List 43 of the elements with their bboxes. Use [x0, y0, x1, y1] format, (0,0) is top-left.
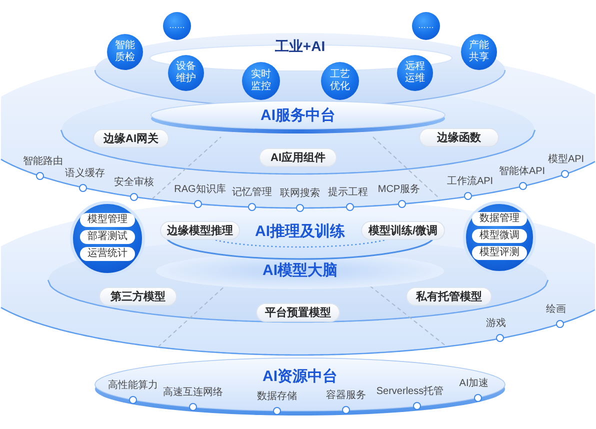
module-tag: 边缘模型推理: [160, 221, 240, 240]
ring-item-label: 容器服务: [326, 390, 366, 402]
ring-item-label: 记忆管理: [232, 187, 272, 200]
ring-item-label: AI加速: [459, 378, 489, 390]
ring-item-label: 语义缓存: [65, 168, 105, 180]
module-tag: 平台预置模型: [256, 303, 340, 322]
ring-item-label: 智能路由: [23, 156, 63, 168]
tool-tag: 部署测试: [80, 230, 135, 244]
ring-item-label: 提示工程: [328, 187, 368, 200]
scenario-bubble: ……: [412, 12, 440, 40]
ring-item-label: 高性能算力: [108, 380, 158, 392]
module-tag: AI应用组件: [259, 148, 337, 167]
module-tag: 边缘函数: [419, 128, 499, 147]
module-tag: 边缘AI网关: [93, 129, 169, 148]
module-tag: 私有托管模型: [406, 287, 492, 306]
layer-title: AI模型大脑: [262, 262, 338, 280]
ring-item-label: 绘画: [546, 304, 566, 316]
ring-item-label: 联网搜索: [280, 188, 320, 200]
scenario-bubble: ……: [163, 12, 191, 40]
scenario-bubble: 智能质检: [107, 34, 143, 70]
ring-item-label: 智能体API: [498, 166, 546, 178]
module-tag: 模型训练/微调: [361, 221, 445, 240]
tool-tag: 模型评测: [472, 246, 527, 260]
ring-item-label: 工作流API: [446, 176, 494, 188]
ring-item-label: 模型API: [548, 154, 584, 166]
ring-item-label: Serverless托管: [376, 386, 444, 398]
ring-item-label: MCP服务: [378, 184, 420, 196]
ring-item-label: 游戏: [486, 318, 506, 330]
tool-tag: 运营统计: [80, 247, 135, 261]
layer-title: 工业+AI: [274, 37, 326, 55]
ring-item-label: RAG知识库: [174, 184, 226, 196]
ring-item-label: 数据存储: [257, 390, 297, 403]
ring-item-label: 安全审核: [114, 176, 154, 189]
platform-disc: [94, 357, 506, 417]
scenario-bubble: 产能共享: [461, 34, 497, 70]
ring-item-label: 高速互连网络: [163, 387, 223, 400]
layer-title: AI资源中台: [262, 368, 338, 386]
layer-title: AI推理及训练: [255, 223, 345, 241]
layer-title: AI服务中台: [260, 107, 336, 125]
tool-tag: 模型管理: [80, 213, 135, 227]
module-tag: 第三方模型: [99, 287, 177, 306]
tool-tag: 模型微调: [472, 229, 527, 243]
tool-tag: 数据管理: [472, 212, 527, 226]
